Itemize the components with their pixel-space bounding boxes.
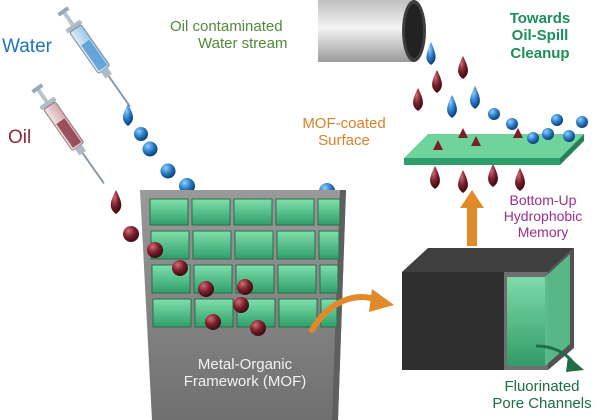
pipe-icon bbox=[318, 0, 426, 62]
oil-droplet-icon bbox=[471, 136, 481, 146]
water-droplet-icon bbox=[123, 104, 133, 126]
oil-droplet-icon bbox=[250, 320, 266, 336]
oil-droplet-icon bbox=[205, 314, 221, 330]
water-label: Water bbox=[2, 36, 52, 57]
mof-line2: Framework (MOF) bbox=[183, 373, 307, 391]
oil-droplet-icon bbox=[458, 170, 468, 193]
bottom-up-line2: Hydrophobic bbox=[503, 208, 583, 225]
stream-label-line1: Oil contaminated bbox=[170, 18, 283, 35]
mof-label: Metal-Organic Framework (MOF) bbox=[150, 356, 340, 391]
water-droplet-icon bbox=[134, 127, 148, 141]
oil-droplet-icon bbox=[110, 190, 122, 214]
water-droplet-icon bbox=[527, 132, 539, 144]
water-droplet-icon bbox=[447, 95, 457, 118]
oil-droplet-icon bbox=[123, 226, 139, 242]
stream-label: Oil contaminated Water stream bbox=[170, 18, 287, 53]
bottom-up-line1: Bottom-Up bbox=[509, 192, 577, 208]
up-arrow-icon bbox=[460, 190, 484, 246]
oil-droplet-icon bbox=[233, 297, 249, 313]
mof-coated-label: MOF-coated Surface bbox=[278, 115, 410, 150]
oil-droplet-icon bbox=[513, 128, 523, 138]
oil-droplet-icon bbox=[488, 164, 498, 187]
mof-coated-surface bbox=[404, 114, 588, 165]
stream-label-line2: Water stream bbox=[198, 35, 288, 53]
oil-droplet-icon bbox=[430, 166, 440, 189]
towards-line1: Towards bbox=[509, 10, 571, 27]
oil-droplet-icon bbox=[433, 140, 443, 150]
pore-line2: Pore Channels bbox=[492, 395, 592, 413]
oil-droplet-icon bbox=[172, 260, 188, 276]
oil-droplet-icon bbox=[413, 88, 423, 111]
oil-droplet-icon bbox=[458, 56, 468, 79]
channel-icon bbox=[402, 248, 584, 372]
stream-droplets bbox=[413, 42, 518, 130]
bottom-up-line3: Memory bbox=[517, 224, 569, 241]
oil-droplet-icon bbox=[198, 281, 214, 297]
water-droplet-icon bbox=[506, 118, 518, 130]
water-droplet-icon bbox=[142, 141, 158, 157]
water-droplet-icon bbox=[470, 86, 480, 109]
curved-arrow-icon bbox=[309, 289, 394, 333]
oil-syringe-icon bbox=[31, 83, 105, 185]
oil-droplet-icon bbox=[515, 168, 525, 191]
water-droplet-icon bbox=[551, 114, 563, 126]
oil-droplet-icon bbox=[432, 70, 442, 93]
pore-channels-label: Fluorinated Pore Channels bbox=[486, 378, 598, 413]
oil-droplet-icon bbox=[237, 279, 253, 295]
water-droplet-icon bbox=[426, 42, 436, 65]
oil-drips-below bbox=[430, 164, 525, 193]
oil-droplet-icon bbox=[458, 128, 468, 138]
water-droplet-icon bbox=[563, 130, 575, 142]
water-droplet-icon bbox=[488, 108, 500, 120]
mof-coated-line1: MOF-coated bbox=[302, 115, 386, 132]
oil-droplet-trail bbox=[110, 190, 266, 336]
pore-line1: Fluorinated bbox=[504, 378, 580, 395]
water-syringe-icon bbox=[57, 6, 131, 108]
oil-droplet-icon bbox=[147, 242, 163, 258]
water-droplet-icon bbox=[576, 116, 588, 128]
water-droplet-icon bbox=[160, 163, 176, 179]
oil-label: Oil bbox=[8, 127, 32, 148]
towards-line3: Cleanup bbox=[510, 44, 570, 62]
bottom-up-label: Bottom-Up Hydrophobic Memory bbox=[488, 192, 598, 240]
water-droplet-icon bbox=[542, 128, 554, 140]
towards-line2: Oil-Spill bbox=[511, 27, 569, 45]
mof-coated-line2: Surface bbox=[318, 132, 370, 150]
mof-line1: Metal-Organic bbox=[197, 356, 293, 373]
towards-cleanup-label: Towards Oil-Spill Cleanup bbox=[486, 10, 594, 62]
